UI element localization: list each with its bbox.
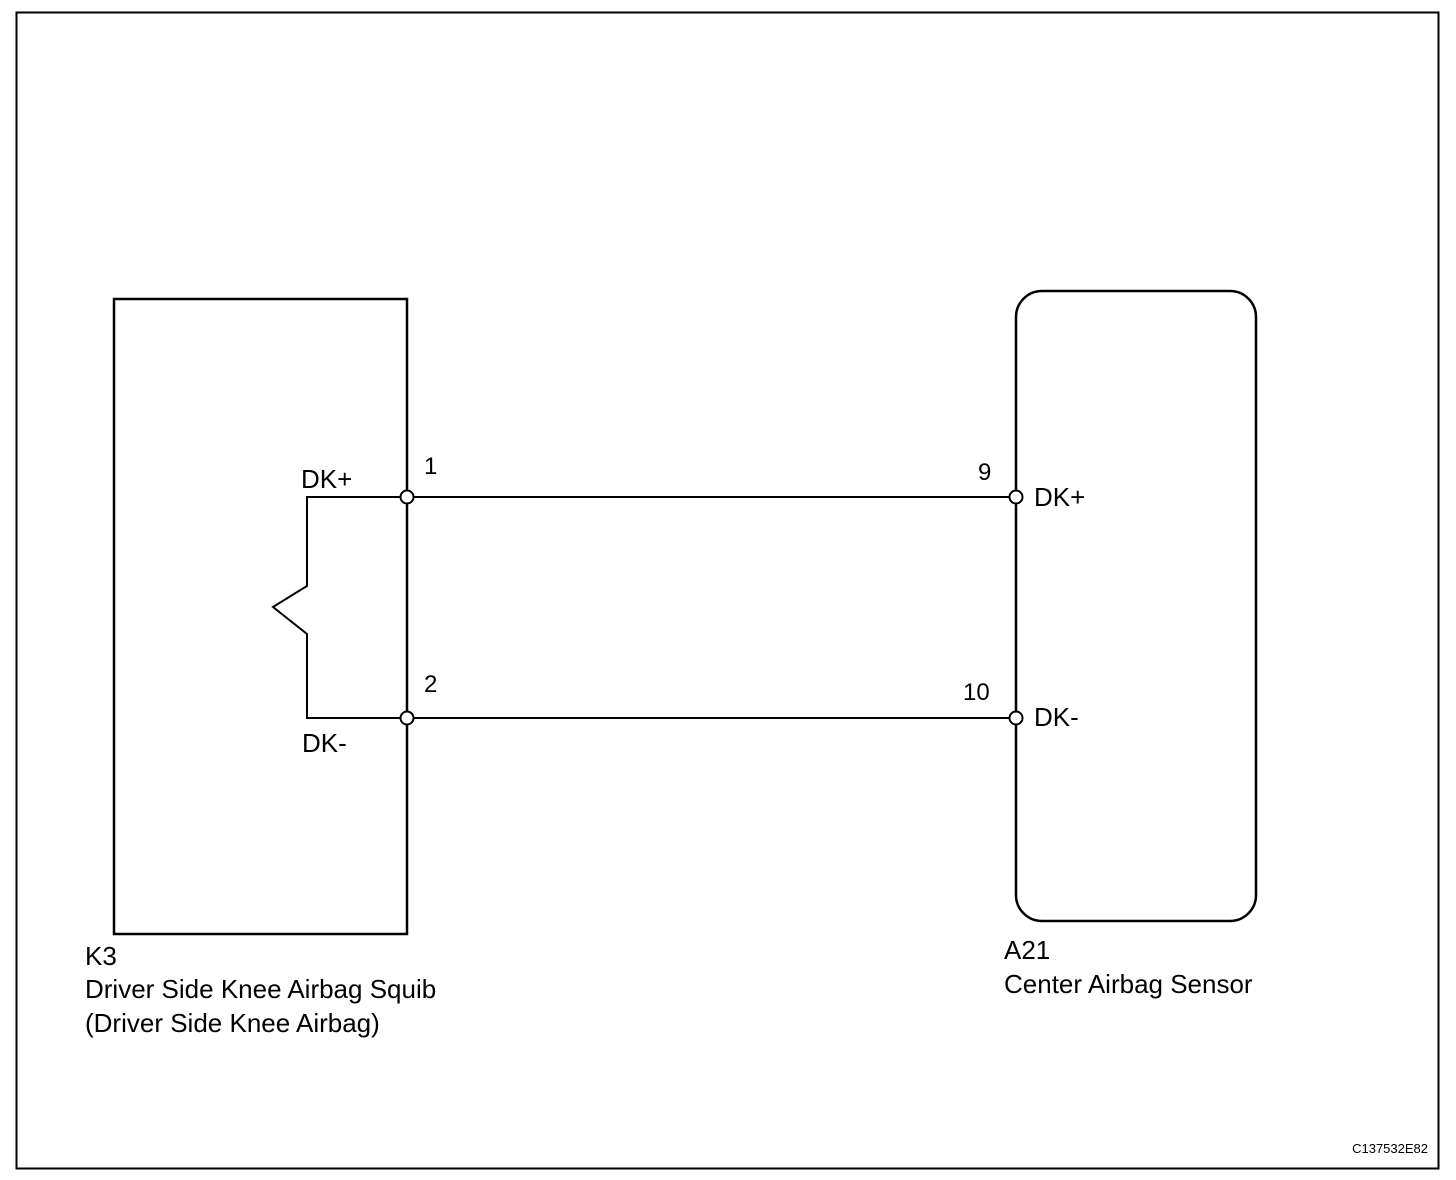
left-pin-1-number: 1 — [424, 453, 437, 480]
terminal-pin-10 — [1008, 710, 1024, 726]
airbag-sensor-component-box — [1014, 289, 1258, 923]
right-component-code: A21 — [1004, 935, 1050, 965]
left-component-code: K3 — [85, 941, 117, 971]
terminal-pin-1 — [399, 489, 415, 505]
squib-element-symbol — [271, 496, 407, 719]
right-pin-9-number: 9 — [978, 459, 991, 486]
left-pin-2-number: 2 — [424, 671, 437, 698]
right-component-name: Center Airbag Sensor — [1004, 969, 1253, 999]
left-component-name: Driver Side Knee Airbag Squib — [85, 974, 436, 1004]
diagram-frame — [15, 11, 1440, 1170]
right-pin-10-signal: DK- — [1034, 702, 1079, 732]
left-component-subname: (Driver Side Knee Airbag) — [85, 1008, 380, 1038]
right-pin-9-signal: DK+ — [1034, 482, 1085, 512]
left-pin-2-signal: DK- — [302, 728, 347, 758]
squib-component-box — [112, 297, 409, 936]
right-pin-10-number: 10 — [963, 679, 990, 706]
terminal-pin-2 — [399, 710, 415, 726]
figure-code: C137532E82 — [1352, 1141, 1428, 1156]
left-pin-1-signal: DK+ — [301, 464, 352, 494]
terminal-pin-9 — [1008, 489, 1024, 505]
